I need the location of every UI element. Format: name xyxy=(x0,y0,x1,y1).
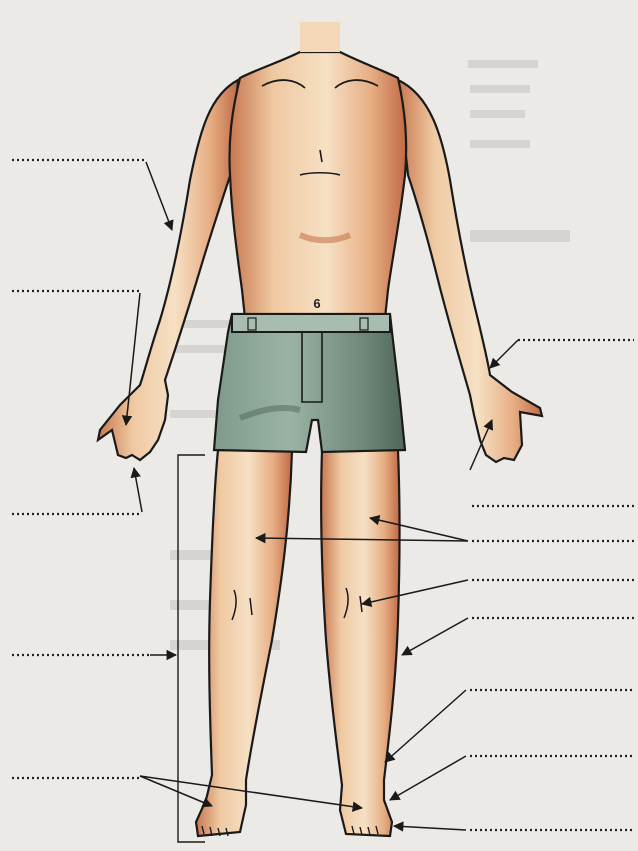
shorts xyxy=(214,314,405,452)
waist-number-label: 6 xyxy=(307,296,327,311)
torso xyxy=(229,52,406,318)
neck xyxy=(300,22,340,52)
